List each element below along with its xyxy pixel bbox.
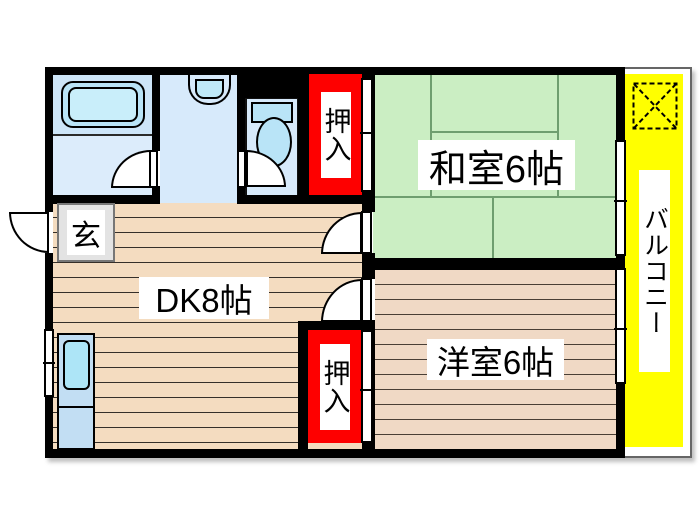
kitchen-sink <box>63 340 90 390</box>
wall-toilet-closet <box>298 67 309 204</box>
wall-bath-bottom <box>45 195 160 204</box>
tatami-line <box>430 131 559 133</box>
tatami-line <box>373 196 616 198</box>
tatami-line <box>430 74 432 198</box>
entry-doorway-gap <box>45 212 53 253</box>
closet-top-sliding-door <box>360 78 374 192</box>
window-tick <box>614 200 627 202</box>
kitchen-window <box>43 329 55 397</box>
wall-bath-wash <box>152 67 160 151</box>
wall-closet2-left <box>298 321 308 449</box>
wall-toilet-bottom <box>237 195 375 204</box>
youshitsu-label: 洋室6帖 <box>427 339 564 381</box>
wall-top <box>45 67 622 75</box>
washbasin-bowl <box>195 79 224 99</box>
bathroom-door-panel <box>149 150 158 188</box>
door-tick <box>360 132 374 134</box>
tatami-line <box>492 198 494 258</box>
toilet-door-panel <box>237 150 246 188</box>
toilet-bowl <box>256 117 292 167</box>
bathtub-inner <box>68 87 138 122</box>
window-tick <box>614 328 627 330</box>
washitsu-balcony-window <box>614 140 627 256</box>
washitsu-door-panel <box>361 211 372 254</box>
youshitsu-door-panel <box>361 278 372 322</box>
wall-room-divider <box>362 258 625 270</box>
genkan-label: 玄 <box>67 210 105 255</box>
wall-left <box>45 67 53 458</box>
washing-machine-space-icon <box>632 82 678 130</box>
balcony-label: バルコニー <box>639 170 670 372</box>
youshitsu-balcony-window <box>614 268 627 384</box>
closet-top-label: 押入 <box>321 92 351 178</box>
wall-closet2-top <box>298 321 375 330</box>
wall-bottom <box>45 449 625 458</box>
door-tick <box>360 389 374 391</box>
entry-door-swing <box>9 212 49 253</box>
wall-wash-toilet <box>237 67 245 151</box>
washitsu-label: 和室6帖 <box>418 140 575 191</box>
closet-bottom-label: 押入 <box>320 344 350 430</box>
kitchen-counter-divider <box>58 406 94 408</box>
closet-bottom-sliding-door <box>360 330 374 443</box>
tatami-line <box>557 74 559 198</box>
window-tick <box>43 362 55 364</box>
wall-above-toilet <box>245 67 299 98</box>
dk-label: DK8帖 <box>139 277 269 319</box>
